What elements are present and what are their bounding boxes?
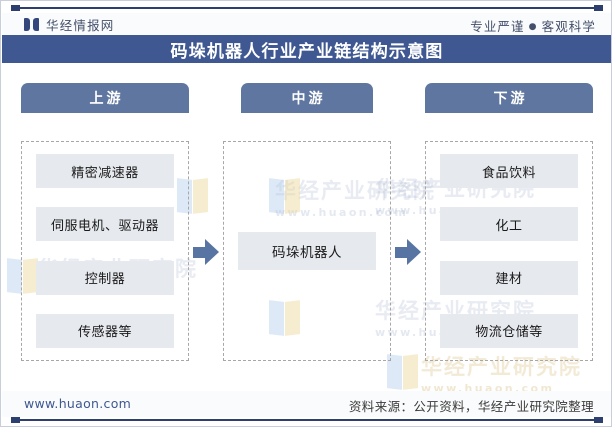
- chain-node: 传感器等: [36, 313, 174, 348]
- column-body-downstream: 食品饮料 化工 建材 物流仓储等: [425, 141, 593, 361]
- chain-node: 控制器: [36, 260, 174, 295]
- footer-url[interactable]: www.huaon.com: [24, 396, 132, 411]
- node-list-downstream: 食品饮料 化工 建材 物流仓储等: [440, 154, 578, 348]
- column-header-downstream: 下游: [425, 83, 593, 113]
- rule-cap-left: [11, 417, 20, 423]
- node-list-upstream: 精密减速器 伺服电机、驱动器 控制器 传感器等: [36, 154, 174, 348]
- bottom-divider-rule: [11, 417, 603, 424]
- column-header-label: 下游: [493, 91, 528, 107]
- brand-slogan: 专业严谨●客观科学: [470, 16, 596, 35]
- value-chain-diagram: 上游 中游 下游 精密减速器 伺服电机、驱动器 控制器 传感器等 码垛机器人: [1, 63, 611, 389]
- chain-node: 化工: [440, 207, 578, 242]
- footer-source-note: 资料来源：公开资料，华经产业研究院整理: [348, 399, 594, 414]
- top-divider-rule: [11, 5, 603, 12]
- chain-node: 物流仓储等: [440, 313, 578, 348]
- slogan-left: 专业严谨: [470, 19, 525, 34]
- chain-node: 建材: [440, 260, 578, 295]
- chain-node: 精密减速器: [36, 154, 174, 188]
- column-header-upstream: 上游: [21, 83, 189, 113]
- title-banner: 码垛机器人行业产业链结构示意图: [2, 35, 611, 63]
- arrow-right-icon: [193, 239, 219, 265]
- column-body-midstream: 码垛机器人: [223, 141, 391, 361]
- footer-bar: www.huaon.com 资料来源：公开资料，华经产业研究院整理: [2, 391, 611, 417]
- column-header-label: 上游: [89, 91, 124, 107]
- column-body-upstream: 精密减速器 伺服电机、驱动器 控制器 传感器等: [21, 141, 189, 361]
- brand-name: 华经情报网: [46, 18, 115, 33]
- chain-node: 码垛机器人: [238, 232, 376, 270]
- rule-cap-right: [594, 417, 603, 423]
- arrow-right-icon: [395, 239, 421, 265]
- slogan-right: 客观科学: [541, 19, 596, 34]
- rule-bar: [19, 7, 595, 9]
- page-title: 码垛机器人行业产业链结构示意图: [170, 41, 444, 62]
- rule-cap-right: [594, 5, 603, 11]
- rule-cap-left: [11, 5, 20, 11]
- brand-bar: 华经情报网 专业严谨●客观科学: [2, 13, 611, 35]
- column-header-label: 中游: [291, 91, 326, 107]
- node-list-midstream: 码垛机器人: [238, 154, 376, 348]
- slogan-separator-dot: ●: [528, 22, 538, 32]
- chain-node: 食品饮料: [440, 154, 578, 188]
- book-icon: [24, 18, 39, 31]
- brand-identity: 华经情报网: [24, 15, 115, 34]
- column-header-midstream: 中游: [241, 83, 373, 113]
- chain-node: 伺服电机、驱动器: [36, 207, 174, 242]
- rule-bar: [19, 419, 595, 421]
